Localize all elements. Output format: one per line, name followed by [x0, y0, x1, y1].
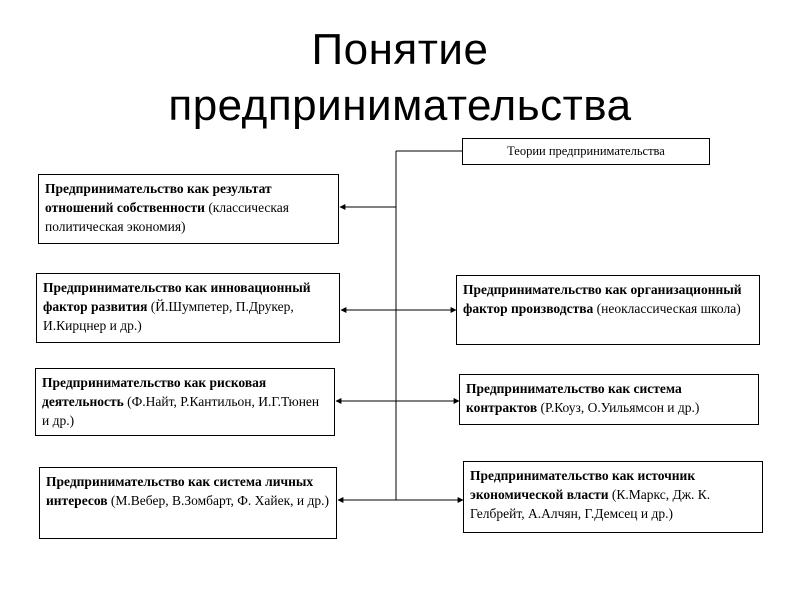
theories-header-label: Теории предпринимательства [507, 144, 665, 158]
right-box-2-title: Предпринимательство как система контракт… [466, 381, 682, 415]
theories-header-box: Теории предпринимательства [462, 138, 710, 165]
left-box-4-title: Предпринимательство как система личных и… [46, 474, 314, 508]
right-box-2: Предпринимательство как система контракт… [459, 374, 759, 425]
right-box-1-detail: (неоклассическая школа) [593, 301, 741, 316]
page-title: Понятие предпринимательства [0, 22, 800, 134]
right-box-1: Предпринимательство как организационный … [456, 275, 760, 345]
left-box-1: Предпринимательство как результат отноше… [38, 174, 339, 244]
left-box-4: Предпринимательство как система личных и… [39, 467, 337, 539]
right-box-1-title: Предпринимательство как организационный … [463, 282, 742, 316]
left-box-1-detail: (классическая политическая экономия) [45, 200, 289, 234]
right-box-3-detail: (К.Маркс, Дж. К. Гелбрейт, А.Алчян, Г.Де… [470, 487, 711, 521]
left-box-1-title: Предпринимательство как результат отноше… [45, 181, 272, 215]
title-line-1: Понятие [311, 25, 489, 74]
right-box-2-detail: (Р.Коуз, О.Уильямсон и др.) [537, 400, 700, 415]
left-box-2: Предпринимательство как инновационный фа… [36, 273, 340, 343]
left-box-3: Предпринимательство как рисковая деятель… [35, 368, 335, 436]
left-box-3-detail: (Ф.Найт, Р.Кантильон, И.Г.Тюнен и др.) [42, 394, 320, 428]
title-line-2: предпринимательства [168, 81, 632, 130]
right-box-3: Предпринимательство как источник экономи… [463, 461, 763, 533]
left-box-4-detail: (М.Вебер, В.Зомбарт, Ф. Хайек, и др.) [107, 493, 329, 508]
right-box-3-title: Предпринимательство как источник экономи… [470, 468, 696, 502]
left-box-2-title: Предпринимательство как инновационный фа… [43, 280, 311, 314]
left-box-2-detail: (Й.Шумпетер, П.Друкер, И.Кирцнер и др.) [43, 299, 294, 333]
left-box-3-title: Предпринимательство как рисковая деятель… [42, 375, 267, 409]
